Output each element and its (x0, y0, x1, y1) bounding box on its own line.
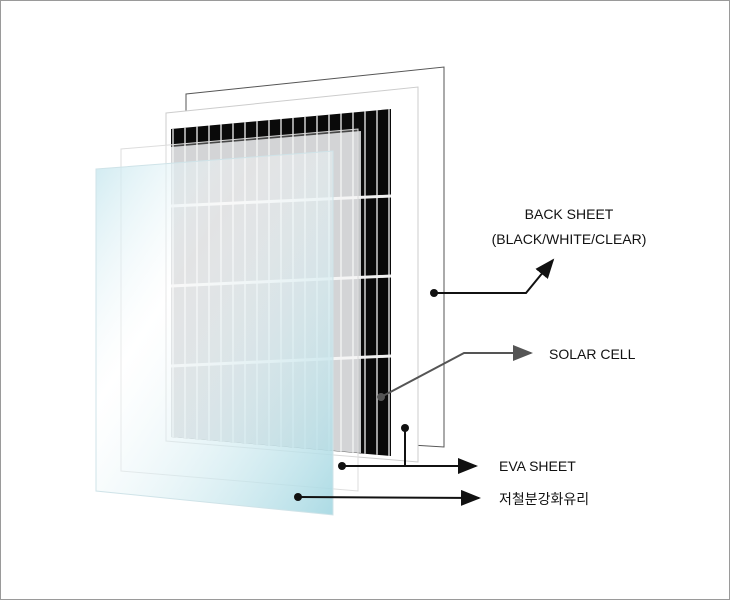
solar-cell-pointer (377, 345, 533, 401)
glass-pointer (294, 489, 481, 506)
eva-sheet-pointer (338, 424, 478, 474)
solar-cell-label: SOLAR CELL (549, 346, 636, 362)
back-sheet-pointer (430, 258, 555, 297)
glass-label: 저철분강화유리 (499, 491, 590, 507)
back-sheet-types-label: (BLACK/WHITE/CLEAR) (491, 231, 647, 247)
eva-sheet-label: EVA SHEET (499, 458, 576, 474)
back-sheet-label: BACK SHEET (524, 206, 614, 222)
tempered-glass-layer (95, 150, 334, 516)
